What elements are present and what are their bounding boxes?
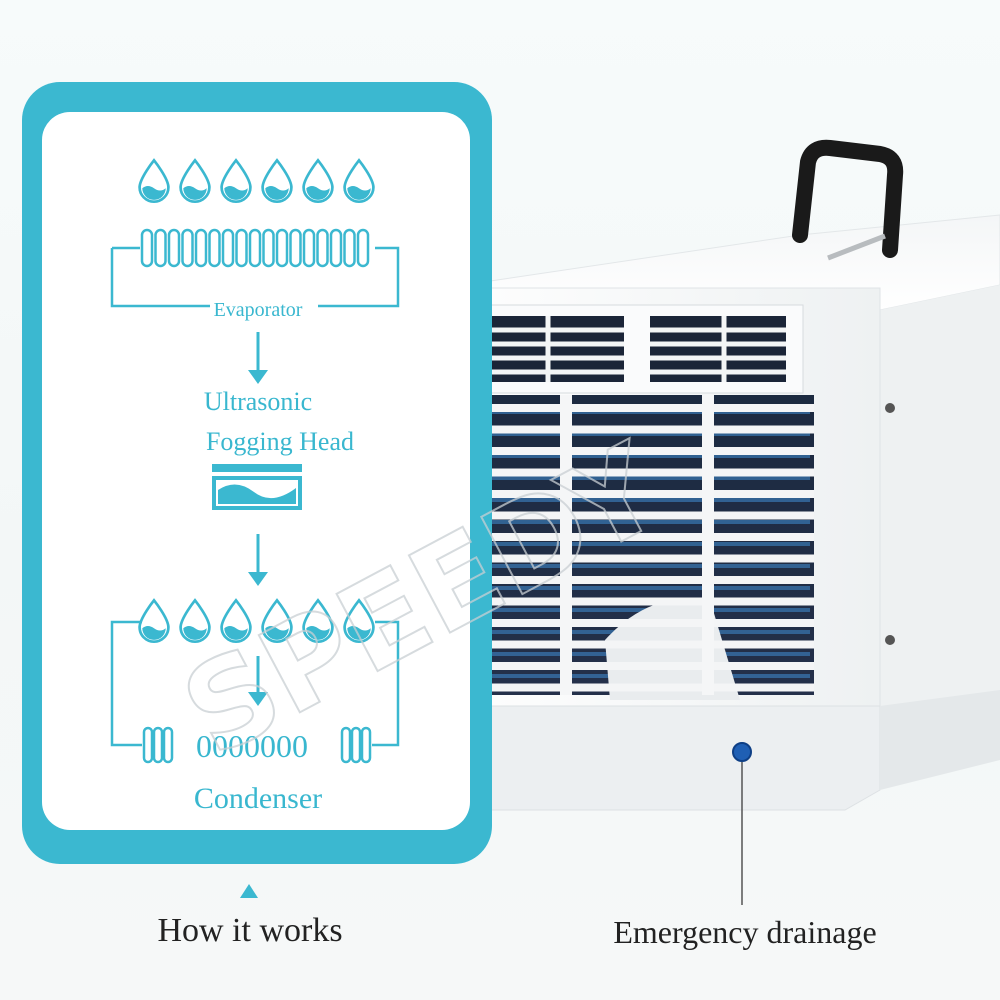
evaporator-coil <box>110 228 400 308</box>
condenser-coil <box>110 620 400 764</box>
arrow-down-icon <box>248 656 268 706</box>
screw-icon <box>885 635 895 645</box>
fogging-head-label-line1: Ultrasonic <box>204 387 312 416</box>
arrow-down-icon <box>248 332 268 384</box>
triangle-up-icon <box>240 884 258 898</box>
emergency-drainage-caption: Emergency drainage <box>613 914 877 950</box>
carry-handle[interactable] <box>792 139 904 261</box>
arrow-down-icon <box>248 534 268 586</box>
condenser-label: Condenser <box>194 782 322 815</box>
condenser-coil-text: 0000000 <box>196 728 308 764</box>
evaporator-label: Evaporator <box>214 299 303 321</box>
front-grill <box>484 395 814 700</box>
emergency-drain[interactable] <box>732 742 752 905</box>
fogging-head-icon <box>212 464 302 510</box>
how-it-works-caption: How it works <box>157 912 343 949</box>
fogging-head-label-line2: Fogging Head <box>206 427 354 456</box>
top-air-vent <box>457 304 804 394</box>
screw-icon <box>885 403 895 413</box>
